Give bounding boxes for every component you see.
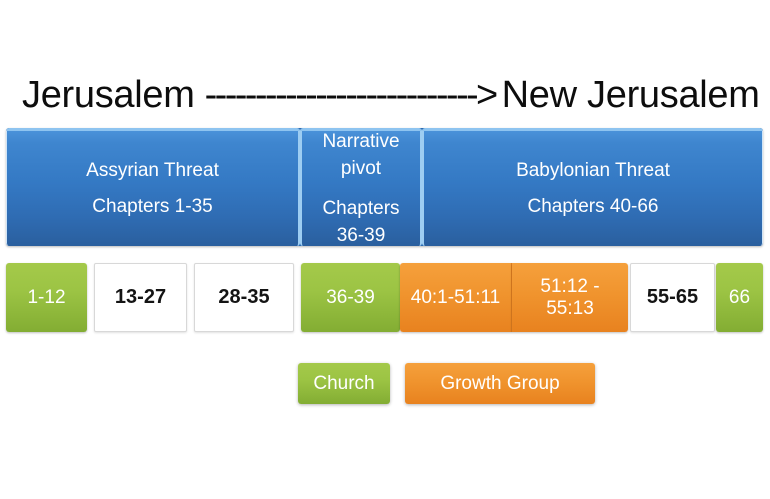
chapter-block-label: 66 — [728, 286, 751, 308]
chapter-block-36-39: 36-39 — [301, 263, 400, 332]
chapter-block-66: 66 — [716, 263, 763, 332]
chapter-block-28-35: 28-35 — [194, 263, 294, 332]
band-segment-assyrian: Assyrian Threat Chapters 1-35 — [6, 128, 300, 246]
legend-item-church: Church — [298, 363, 390, 404]
chapter-block-13-27: 13-27 — [94, 263, 187, 332]
band-babylonian-title: Babylonian Threat — [516, 160, 670, 182]
band-assyrian-chapters: Chapters 1-35 — [92, 195, 213, 217]
chapter-block-label: 40:1-51:11 — [410, 286, 501, 308]
chapter-block-label: 1-12 — [27, 286, 66, 308]
band-segment-pivot: Narrative pivot Chapters 36-39 — [300, 128, 422, 246]
legend: Church Growth Group — [298, 363, 595, 404]
band-pivot-title-line2: pivot — [340, 157, 382, 179]
title-right-label: New Jerusalem — [501, 74, 760, 116]
chapter-block-label-line1: 51:12 - — [540, 276, 600, 298]
legend-church-label: Church — [313, 372, 375, 394]
band-assyrian-title: Assyrian Threat — [86, 160, 219, 182]
chapter-block-51-12-55-13: 51:12 - 55:13 — [512, 263, 628, 332]
band-babylonian-chapters: Chapters 40-66 — [527, 195, 659, 217]
chapter-block-label: 28-35 — [218, 286, 270, 309]
band-pivot-chapters-line1: Chapters — [322, 198, 400, 219]
band-pivot-title-line1: Narrative — [322, 130, 400, 152]
title-row: Jerusalem ---------------------------> N… — [22, 73, 760, 117]
chapter-block-55-65: 55-65 — [630, 263, 715, 332]
threat-band: Assyrian Threat Chapters 1-35 Narrative … — [6, 128, 763, 246]
chapter-block-label: 55-65 — [646, 286, 699, 309]
band-pivot-chapters-line2: 36-39 — [336, 225, 386, 246]
chapter-block-label-line2: 55:13 — [546, 297, 594, 319]
legend-item-growth-group: Growth Group — [405, 363, 595, 404]
legend-growth-label: Growth Group — [440, 372, 560, 394]
title-arrow-icon: ---------------------------> — [204, 74, 499, 116]
chapter-block-label: 13-27 — [114, 286, 167, 309]
title-left-label: Jerusalem — [22, 74, 195, 116]
band-segment-babylonian: Babylonian Threat Chapters 40-66 — [422, 128, 763, 246]
chapter-block-1-12: 1-12 — [6, 263, 87, 332]
chapter-blocks-row: 1-12 13-27 28-35 36-39 40:1-51:11 51:12 … — [6, 263, 763, 332]
chapter-block-label: 36-39 — [326, 286, 375, 308]
chapter-block-40-1-51-11: 40:1-51:11 — [400, 263, 512, 332]
